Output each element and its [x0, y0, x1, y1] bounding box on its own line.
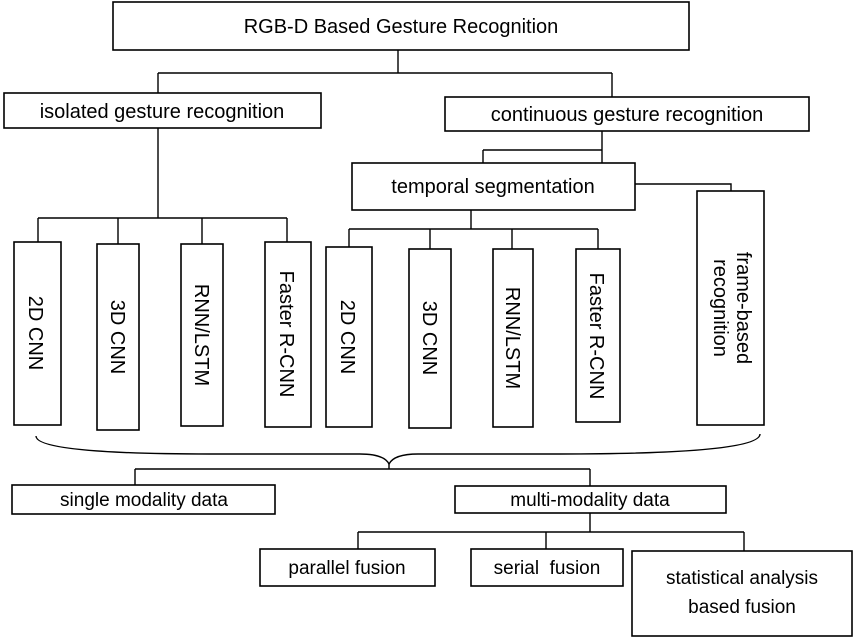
- temporal-segmentation-label: temporal segmentation: [391, 176, 594, 198]
- serial-fusion-label: serial fusion: [494, 558, 601, 579]
- connector-multi-fusions: [357, 513, 745, 551]
- isolated-method-rnn-lstm-label: RNN/LSTM: [190, 284, 212, 386]
- root-node: RGB-D Based Gesture Recognition: [112, 1, 690, 51]
- isolated-node: isolated gesture recognition: [3, 92, 322, 129]
- connector-continuous-children: [482, 131, 732, 191]
- isolated-method-2d-cnn-label: 2D CNN: [24, 296, 46, 370]
- isolated-method-3d-cnn: 3D CNN: [96, 243, 140, 431]
- frame-based-line1: frame-based: [732, 252, 754, 364]
- isolated-method-2d-cnn: 2D CNN: [13, 241, 62, 426]
- isolated-label: isolated gesture recognition: [40, 101, 285, 123]
- temporal-method-3d-cnn-label: 3D CNN: [418, 301, 440, 375]
- serial-fusion-node: serial fusion: [470, 548, 624, 587]
- multi-modality-node: multi-modality data: [454, 485, 727, 514]
- isolated-method-rnn-lstm: RNN/LSTM: [180, 243, 224, 427]
- connectors: [35, 50, 761, 551]
- temporal-method-2d-cnn-label: 2D CNN: [336, 300, 358, 374]
- parallel-fusion-label: parallel fusion: [288, 558, 405, 579]
- temporal-method-3d-cnn: 3D CNN: [408, 248, 452, 429]
- temporal-method-2d-cnn: 2D CNN: [325, 246, 373, 428]
- isolated-method-faster-rcnn-label: Faster R-CNN: [275, 271, 297, 398]
- connector-root-branches: [157, 50, 613, 97]
- statistical-fusion-node: statistical analysis based fusion: [631, 550, 853, 637]
- isolated-method-faster-rcnn: Faster R-CNN: [264, 241, 312, 428]
- temporal-method-rnn-lstm-label: RNN/LSTM: [501, 287, 523, 389]
- continuous-label: continuous gesture recognition: [491, 104, 763, 126]
- method-group-brace: [35, 433, 761, 466]
- temporal-method-rnn-lstm: RNN/LSTM: [492, 248, 534, 428]
- frame-based-recognition-node: frame-based recognition: [696, 190, 765, 426]
- single-modality-node: single modality data: [11, 484, 276, 515]
- temporal-segmentation-node: temporal segmentation: [351, 162, 636, 211]
- statistical-fusion-line2: based fusion: [688, 597, 796, 618]
- parallel-fusion-node: parallel fusion: [259, 548, 436, 587]
- root-label: RGB-D Based Gesture Recognition: [244, 16, 559, 38]
- isolated-method-3d-cnn-label: 3D CNN: [106, 300, 128, 374]
- connector-isolated-methods: [37, 128, 288, 244]
- statistical-fusion-line1: statistical analysis: [666, 568, 818, 589]
- connector-temporal-methods: [348, 210, 599, 249]
- temporal-method-faster-rcnn: Faster R-CNN: [575, 248, 621, 423]
- single-modality-label: single modality data: [60, 490, 228, 511]
- multi-modality-label: multi-modality data: [510, 490, 670, 511]
- connector-brace-data: [134, 464, 591, 486]
- temporal-method-faster-rcnn-label: Faster R-CNN: [585, 273, 607, 400]
- continuous-node: continuous gesture recognition: [444, 96, 810, 132]
- frame-based-line2: recognition: [709, 259, 731, 357]
